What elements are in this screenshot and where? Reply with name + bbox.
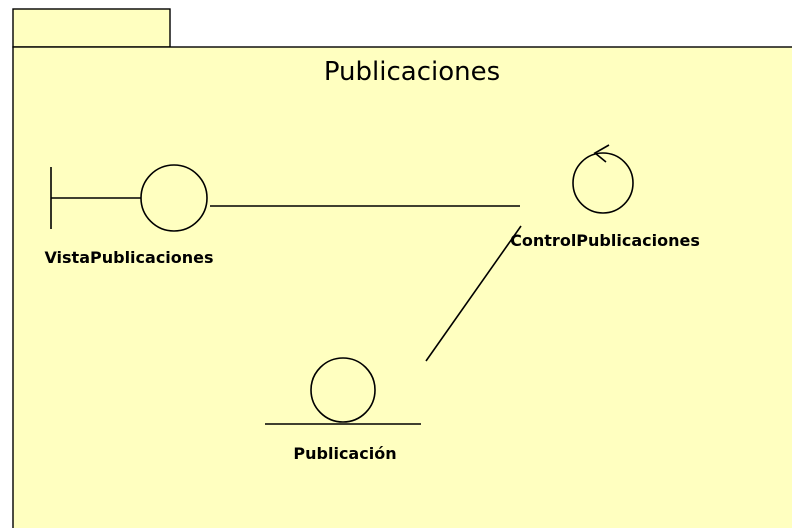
package-body[interactable] bbox=[12, 46, 792, 528]
boundary-label: VistaPublicaciones bbox=[44, 248, 213, 267]
control-icon-arrowhead bbox=[593, 144, 610, 163]
package-tab[interactable] bbox=[12, 8, 171, 48]
entity-icon-circle bbox=[310, 357, 376, 423]
control-icon-circle bbox=[572, 152, 634, 214]
control-element[interactable]: ControlPublicaciones bbox=[510, 144, 700, 250]
boundary-element[interactable]: VistaPublicaciones bbox=[44, 164, 214, 267]
package-title: Publicaciones bbox=[324, 57, 500, 87]
control-label: ControlPublicaciones bbox=[510, 231, 700, 250]
association-control-entity[interactable] bbox=[425, 225, 522, 362]
entity-label: Publicación bbox=[293, 444, 396, 463]
boundary-icon-circle bbox=[140, 164, 208, 232]
entity-element[interactable]: Publicación bbox=[265, 357, 421, 463]
